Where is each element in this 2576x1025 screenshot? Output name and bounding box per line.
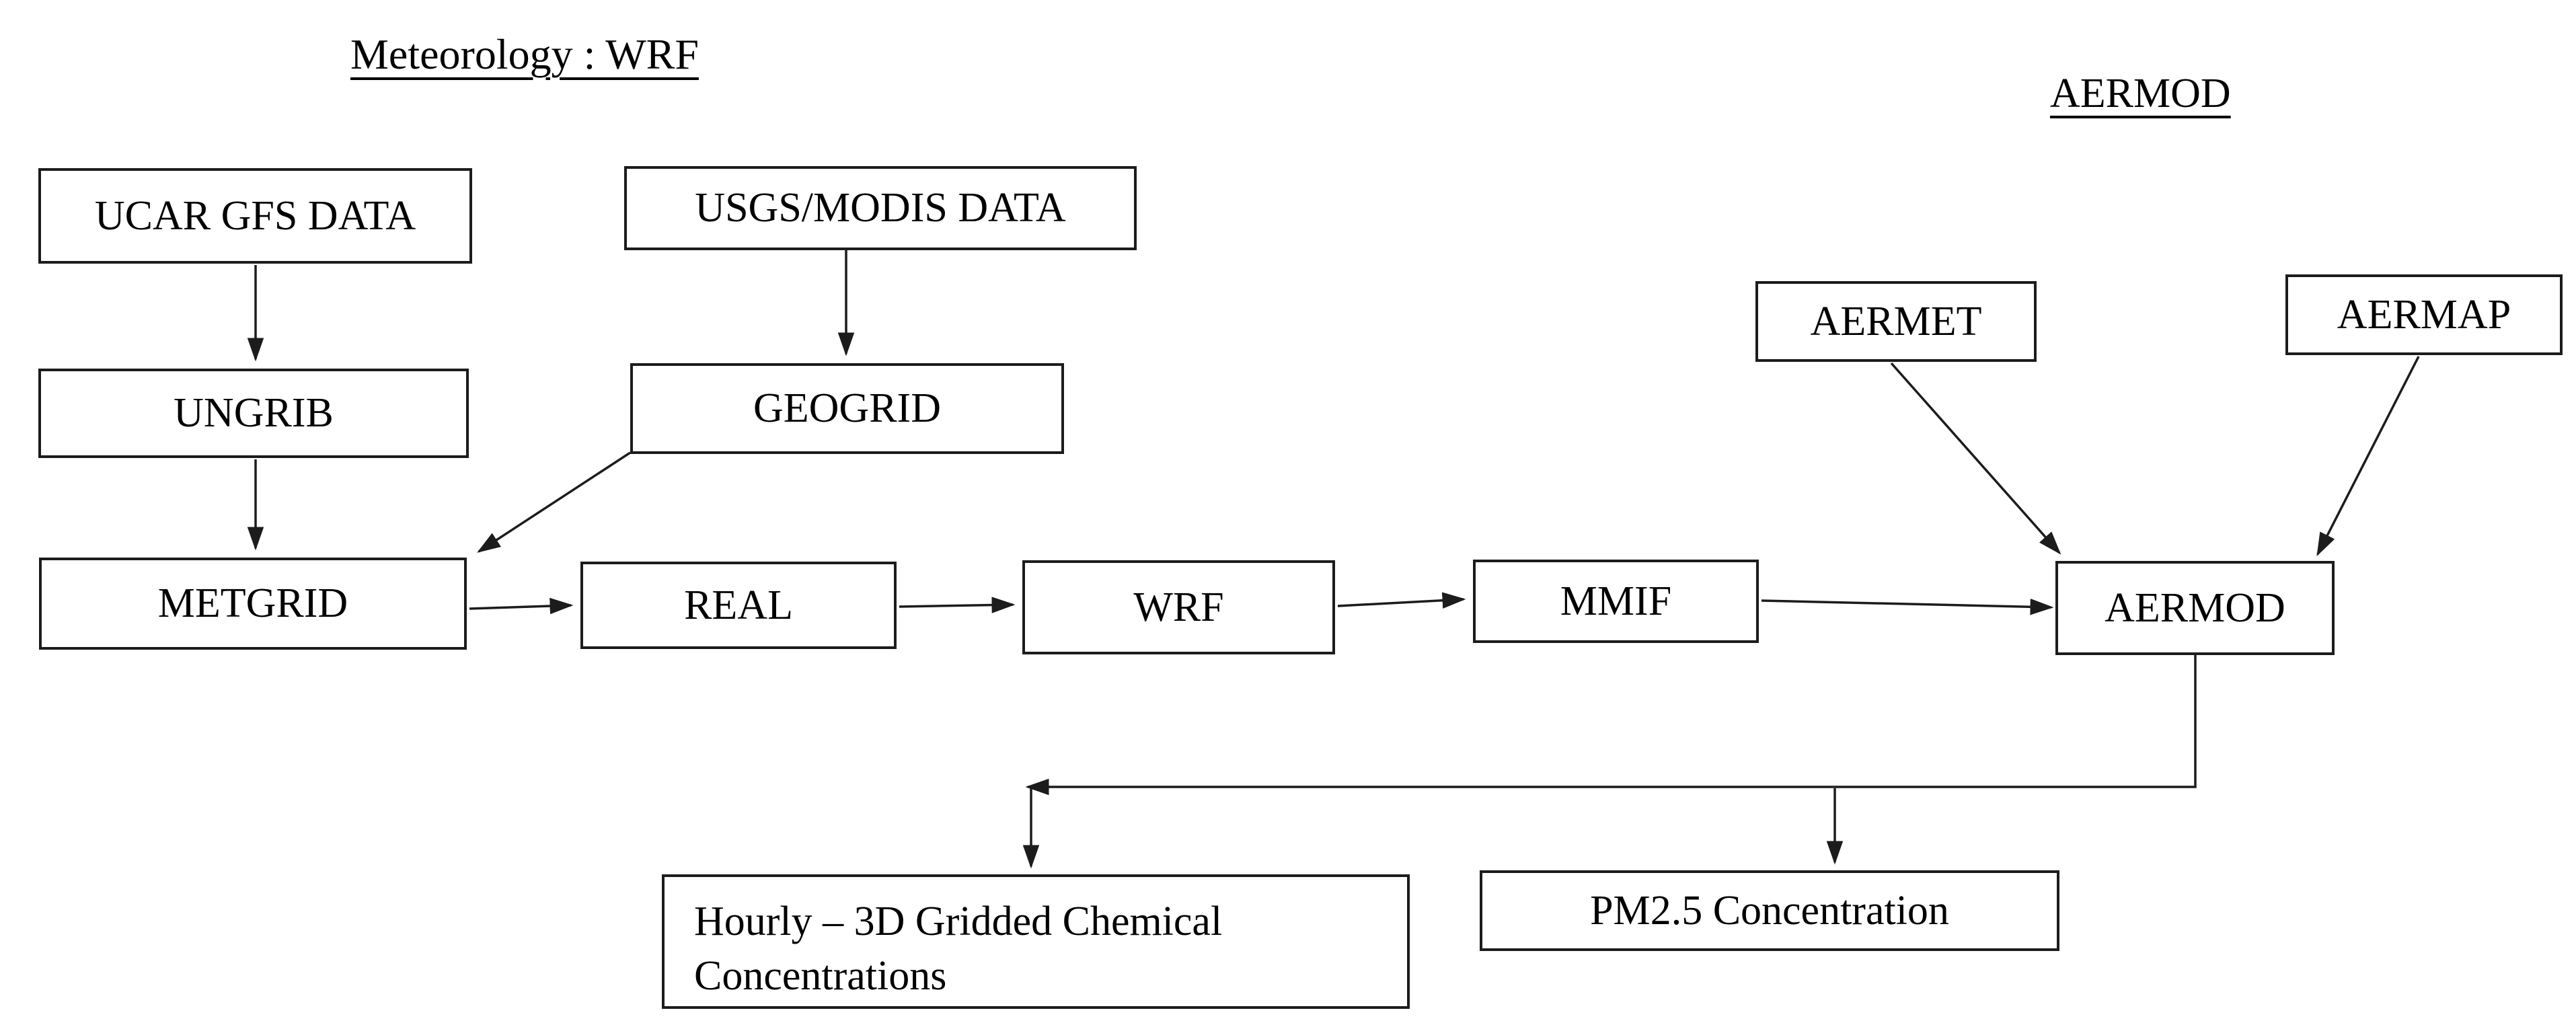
- node-real: REAL: [580, 562, 897, 649]
- edge-metgrid-to-real: [469, 597, 574, 615]
- node-aermap: AERMAP: [2285, 274, 2563, 355]
- node-hourly-3d-gridded-chemical-concentrations: Hourly – 3D Gridded Chemical Concentrati…: [662, 874, 1410, 1009]
- edge-aermet-to-aermod: [1890, 362, 2061, 555]
- edge-wrf-to-mmif: [1337, 592, 1466, 609]
- node-metgrid: METGRID: [39, 558, 467, 650]
- node-ungrib: UNGRIB: [38, 369, 469, 458]
- node-aermet: AERMET: [1755, 281, 2037, 362]
- node-aermod: AERMOD: [2055, 561, 2335, 655]
- hourly-line-1: Hourly – 3D Gridded Chemical: [694, 899, 1223, 944]
- node-ucar-gfs-data: UCAR GFS DATA: [38, 168, 472, 264]
- node-geogrid: GEOGRID: [630, 363, 1064, 454]
- edge-mmif-to-aermod: [1761, 599, 2054, 615]
- node-pm25-concentration: PM2.5 Concentration: [1480, 870, 2059, 951]
- aermod-title: AERMOD: [2050, 71, 2231, 116]
- node-mmif: MMIF: [1473, 560, 1759, 643]
- edge-aermod-output-elbow: [1025, 655, 2197, 796]
- edge-real-to-wrf: [899, 597, 1016, 613]
- hourly-line-2: Concentrations: [694, 952, 947, 999]
- edge-aermap-to-aermod: [2316, 356, 2420, 557]
- node-wrf: WRF: [1022, 560, 1335, 654]
- meteorology-wrf-title: Meteorology : WRF: [350, 30, 699, 78]
- edge-geogrid-to-metgrid: [477, 451, 631, 553]
- node-usgs-modis-data: USGS/MODIS DATA: [624, 166, 1137, 250]
